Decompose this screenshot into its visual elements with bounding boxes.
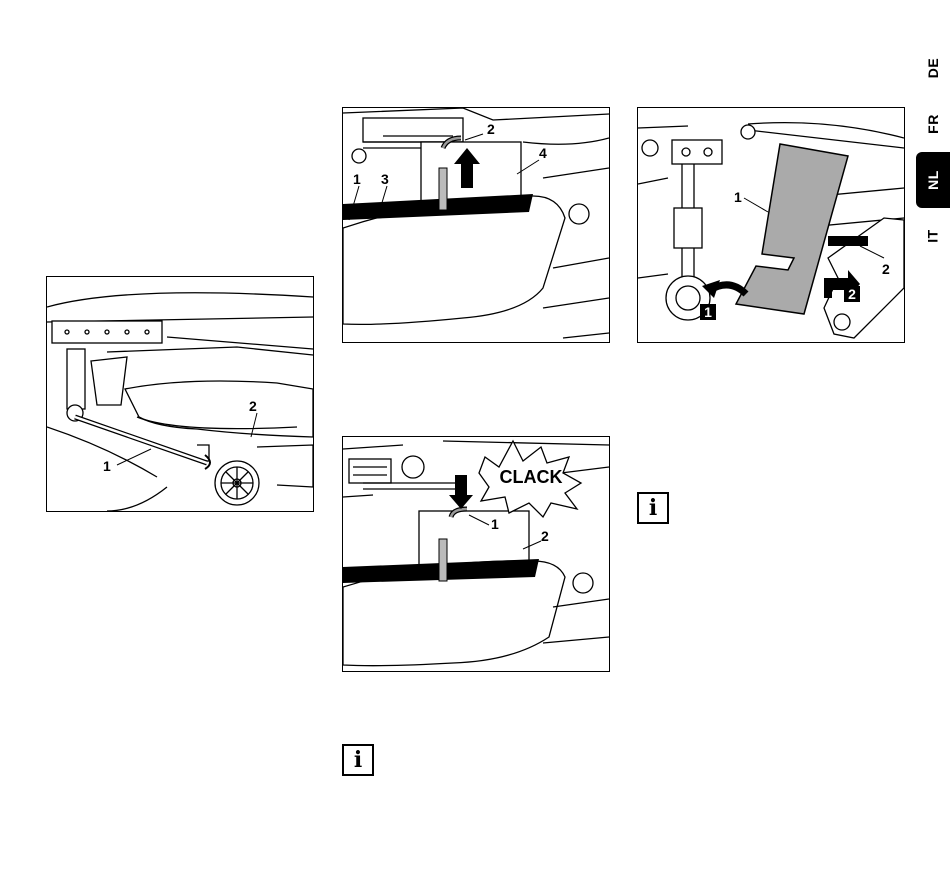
figure-lever-raise-drawing: 1 3 2 4 [343,108,609,342]
lang-tab-nl[interactable]: NL [916,152,950,208]
callout-1: 1 [491,516,499,532]
info-icon: i [342,744,374,776]
lang-tab-it[interactable]: IT [916,208,950,264]
figure-lever-clack: CLACK 1 2 [342,436,610,672]
callout-2: 2 [487,121,495,137]
figure-cover-plate-drawing: 1 2 1 2 [638,108,904,342]
callout-3: 3 [381,171,389,187]
callout-1: 1 [734,189,742,205]
figure-cover-plate: 1 2 1 2 [637,107,905,343]
step-badge-2: 2 [848,286,856,302]
lang-tab-de[interactable]: DE [916,40,950,96]
callout-1: 1 [353,171,361,187]
step-badge-1: 1 [704,304,712,320]
figure-lever-raise: 1 3 2 4 [342,107,610,343]
clack-sound-label: CLACK [500,467,563,487]
callout-4: 4 [539,145,547,161]
language-tabs: DE FR NL IT [916,40,950,264]
figure-mower-linkage: 1 2 [46,276,314,512]
callout-1: 1 [103,458,111,474]
callout-2: 2 [541,528,549,544]
callout-2: 2 [882,261,890,277]
figure-lever-clack-drawing: CLACK 1 2 [343,437,609,671]
lang-tab-fr[interactable]: FR [916,96,950,152]
callout-2: 2 [249,398,257,414]
figure-mower-linkage-drawing: 1 2 [47,277,313,511]
info-icon: i [637,492,669,524]
